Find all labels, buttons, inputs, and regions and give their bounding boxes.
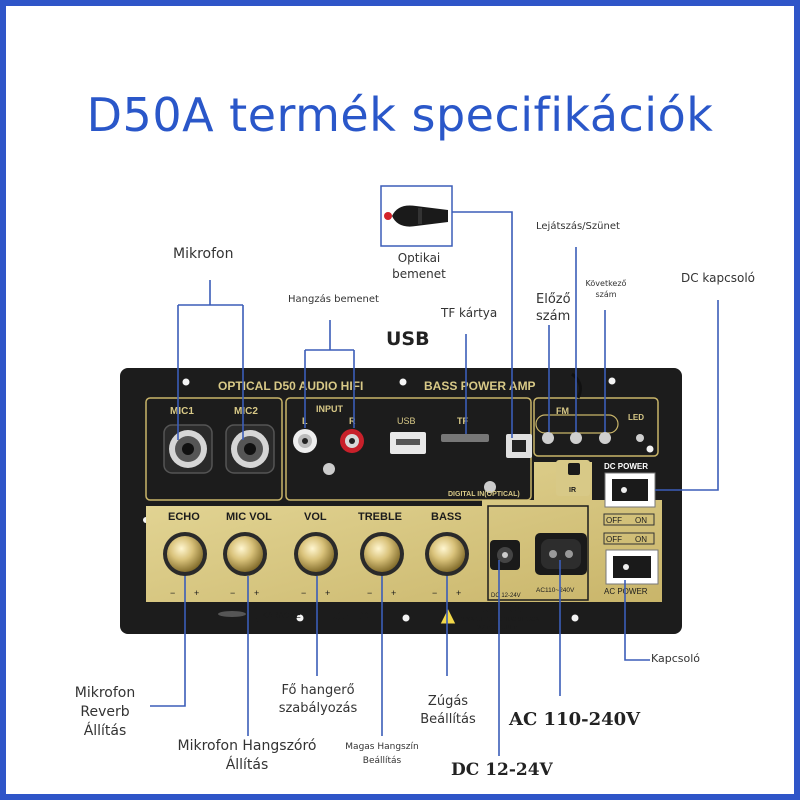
callout-next-line2: szám: [595, 290, 617, 299]
optical-cable-photo: [380, 185, 453, 247]
callout-ac-voltage: AC 110-240V: [509, 709, 641, 730]
callout-optical-line2: bemenet: [392, 267, 446, 281]
page-title: D50A termék specifikációk: [86, 88, 714, 142]
callout-main-volume-line1: Fő hangerő: [281, 683, 355, 698]
panel-led: LED: [628, 413, 644, 422]
callout-main-volume: Fő hangerő szabályozás: [268, 682, 368, 718]
panel-ir: IR: [569, 487, 576, 494]
svg-text:+: +: [254, 588, 259, 598]
rca-jacks: [293, 429, 364, 475]
callout-optical-line1: Optikai: [397, 251, 441, 265]
callout-mic-reverb-line2: Reverb: [80, 704, 130, 720]
callout-next-line1: Következő: [585, 279, 627, 288]
callout-usb: USB: [386, 328, 430, 350]
panel-caution-line1: RISK OF ELECTRIC SHOCK: [460, 617, 540, 623]
callout-dc-voltage: DC 12-24V: [451, 760, 553, 780]
callout-main-volume-line2: szabályozás: [278, 701, 358, 716]
svg-text:−: −: [432, 588, 437, 598]
callout-prev-line1: Előző: [536, 292, 571, 307]
panel-dc-power: DC POWER: [604, 462, 648, 471]
panel-input: INPUT: [316, 404, 344, 414]
panel-ac-power: AC POWER: [604, 587, 648, 596]
callout-dc-switch: DC kapcsoló: [681, 271, 756, 285]
panel-dc-jack: DC 12-24V: [491, 593, 521, 599]
svg-text:−: −: [170, 588, 175, 598]
panel-header-left: OPTICAL D50 AUDIO HIFI: [218, 379, 363, 393]
callout-bass-line1: Zúgás: [427, 694, 469, 709]
knob-label-vol: VOL: [304, 511, 327, 523]
leader-lines: [150, 211, 719, 756]
panel-ac-on: ON: [635, 535, 647, 544]
callout-audio-input: Hangzás bemenet: [288, 294, 379, 305]
panel-header-right: BASS POWER AMP: [424, 379, 536, 393]
panel-ce-fc: CE FC: [332, 609, 368, 623]
callout-play-pause: Lejátszás/Szünet: [536, 221, 620, 232]
gold-plate: [146, 462, 662, 602]
panel-ac-off: OFF: [606, 535, 622, 544]
panel-fm: FM: [556, 406, 569, 416]
knob-label-mic-vol: MIC VOL: [226, 511, 272, 523]
callout-mic-reverb: Mikrofon Reverb Állítás: [60, 684, 150, 741]
callout-previous-track: Előző szám: [536, 291, 571, 325]
svg-text:−: −: [230, 588, 235, 598]
panel-karaoke: KARAOKE: [262, 611, 301, 620]
callout-optical-input: Optikai bemenet: [384, 250, 454, 282]
svg-text:+: +: [194, 588, 199, 598]
knobs: [163, 532, 469, 576]
callout-mic-volume: Mikrofon Hangszóró Állítás: [164, 737, 330, 775]
callout-bass: Zúgás Beállítás: [406, 693, 490, 729]
callout-mic-volume-line1: Mikrofon Hangszóró: [177, 738, 317, 754]
callout-treble: Magas Hangszín Beállítás: [332, 740, 432, 768]
knob-label-echo: ECHO: [168, 511, 200, 523]
panel-dc-on: ON: [635, 516, 647, 525]
knob-label-treble: TREBLE: [358, 511, 402, 523]
panel-input-r: R: [349, 416, 356, 426]
callout-mic-reverb-line1: Mikrofon: [74, 685, 136, 701]
knob-label-bass: BASS: [431, 511, 462, 523]
control-buttons: [535, 414, 644, 444]
tf-slot: [441, 434, 489, 442]
mic-jacks: [163, 424, 275, 474]
panel-caution-line2: DO NOT OPEN: [476, 625, 518, 631]
panel-tf: TF: [457, 416, 468, 426]
panel-ac-jack: AC110~240V: [536, 587, 575, 594]
callout-mic-reverb-line3: Állítás: [83, 723, 127, 739]
panel-caution: CAUTION: [482, 604, 523, 614]
panel-mic1: MIC1: [170, 406, 194, 417]
callout-switch: Kapcsoló: [651, 652, 701, 665]
knob-scale-marks: − + − + − + − + − +: [170, 588, 461, 598]
panel-dc-off: OFF: [606, 516, 622, 525]
panel-usb: USB: [397, 416, 416, 426]
svg-text:+: +: [456, 588, 461, 598]
panel-mic2: MIC2: [234, 406, 258, 417]
callout-next-track: Következő szám: [583, 278, 629, 300]
svg-text:−: −: [301, 588, 306, 598]
callout-mic-volume-line2: Állítás: [225, 757, 269, 773]
callout-treble-line1: Magas Hangszín: [345, 742, 419, 752]
callout-prev-line2: szám: [536, 309, 571, 324]
svg-text:+: +: [391, 588, 396, 598]
svg-text:+: +: [325, 588, 330, 598]
callout-tf-card: TF kártya: [441, 306, 498, 320]
callout-microphone: Mikrofon: [173, 246, 234, 262]
callout-treble-line2: Beállítás: [362, 756, 402, 766]
panel-digital-in: DIGITAL IN(OPTICAL): [448, 491, 520, 498]
callout-bass-line2: Beállítás: [420, 712, 476, 727]
svg-text:−: −: [367, 588, 372, 598]
